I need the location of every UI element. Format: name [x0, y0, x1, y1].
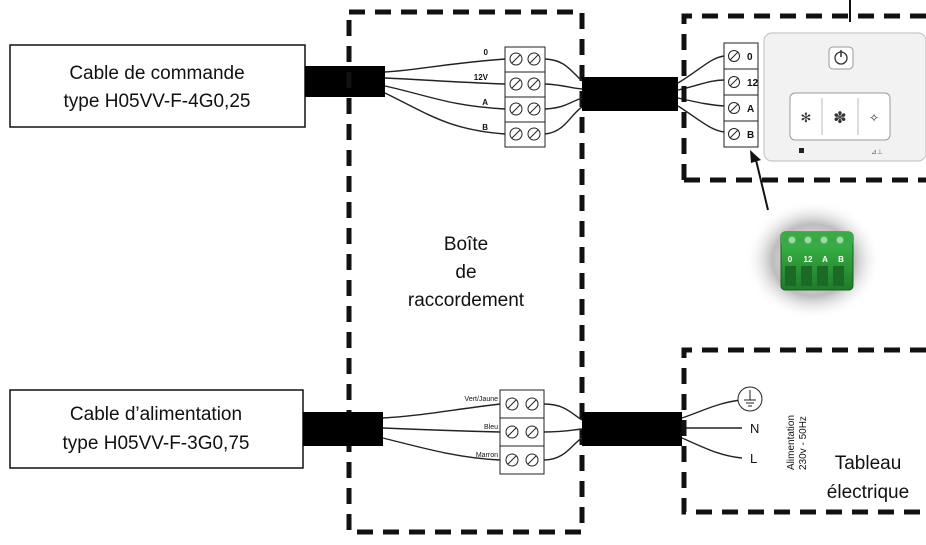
connector-label-a: A: [822, 255, 828, 264]
junction-terminal-label-b: B: [482, 123, 488, 132]
device-terminal-label-12: 12: [747, 78, 759, 89]
green-connector-photo: 0 12 A B: [745, 200, 881, 320]
power-cable-wires-left: [382, 403, 501, 461]
device-terminal-strip: 0 12 A B: [723, 42, 759, 148]
control-device-outline: [681, 13, 926, 183]
control-cable-type: type H05VV-F-4G0,25: [64, 91, 251, 112]
junction-box-title-2: de: [455, 262, 476, 283]
status-led-icon: [799, 148, 804, 153]
earth-icon: [737, 386, 763, 412]
control-cable-wires-right: [544, 58, 583, 135]
junction-screws-control: [509, 52, 541, 141]
device-terminal-label-a: A: [747, 104, 754, 115]
power-cable-label: Cable d’alimentation type H05VV-F-3G0,75: [9, 389, 304, 469]
connector-label-0: 0: [788, 255, 793, 264]
panel-title-2: électrique: [827, 482, 909, 503]
connector-label-12: 12: [804, 255, 813, 264]
junction-terminal-label-neutral: Bleu: [484, 424, 498, 431]
junction-box-outline: [346, 9, 585, 535]
control-panel-device: ✻ ✽ ✧ ⊿⊥: [763, 32, 926, 162]
power-icon: [834, 50, 848, 65]
panel-supply-label: Alimentation 230v - 50Hz: [786, 415, 809, 470]
power-cable-wires-mid: [543, 403, 583, 461]
junction-terminal-block-power: Vert/Jaune Bleu Marron: [465, 389, 545, 475]
panel-terminal-l: L: [750, 451, 757, 466]
sensor-icon: ⊿⊥: [871, 148, 883, 156]
power-cable-wires-right: [681, 399, 743, 459]
connector-label-b: B: [838, 255, 844, 264]
junction-terminal-label-0: 0: [484, 48, 489, 57]
fan-low-icon: ✻: [801, 111, 812, 126]
panel-supply-line1: Alimentation: [786, 415, 797, 470]
device-terminal-label-b: B: [747, 130, 754, 141]
junction-terminal-label-a: A: [482, 98, 488, 107]
junction-box-title-1: Boîte: [444, 234, 488, 255]
junction-terminal-label-phase: Marron: [476, 452, 498, 459]
junction-terminal-label-12v: 12V: [474, 73, 489, 82]
power-cable-sheath-left: [303, 412, 383, 446]
power-cable-title: Cable d’alimentation: [70, 404, 242, 425]
junction-terminal-label-earth: Vert/Jaune: [465, 396, 499, 403]
electrical-panel-outline: [681, 347, 926, 515]
device-terminal-label-0: 0: [747, 52, 753, 63]
connector-pointer-arrow: [750, 150, 769, 211]
fan-high-icon: ✽: [833, 108, 846, 127]
control-cable-wires-left: [384, 58, 506, 135]
panel-title-1: Tableau: [835, 453, 902, 474]
control-cable-sheath-left: [305, 66, 385, 97]
junction-box-title-3: raccordement: [408, 290, 525, 311]
panel-terminal-n: N: [750, 421, 759, 436]
power-button: [828, 46, 854, 70]
power-cable-sheath-right: [582, 412, 682, 446]
power-cable-type: type H05VV-F-3G0,75: [63, 433, 250, 454]
control-cable-label: Cable de commande type H05VV-F-4G0,25: [9, 44, 306, 128]
control-cable-title: Cable de commande: [69, 63, 244, 84]
panel-supply-line2: 230v - 50Hz: [798, 416, 809, 470]
mode-icon: ✧: [869, 111, 879, 125]
junction-terminal-block-control: 0 12V A B: [474, 46, 546, 148]
junction-box-label: Boîte de raccordement: [408, 234, 525, 311]
control-cable-sheath-right: [582, 77, 678, 111]
